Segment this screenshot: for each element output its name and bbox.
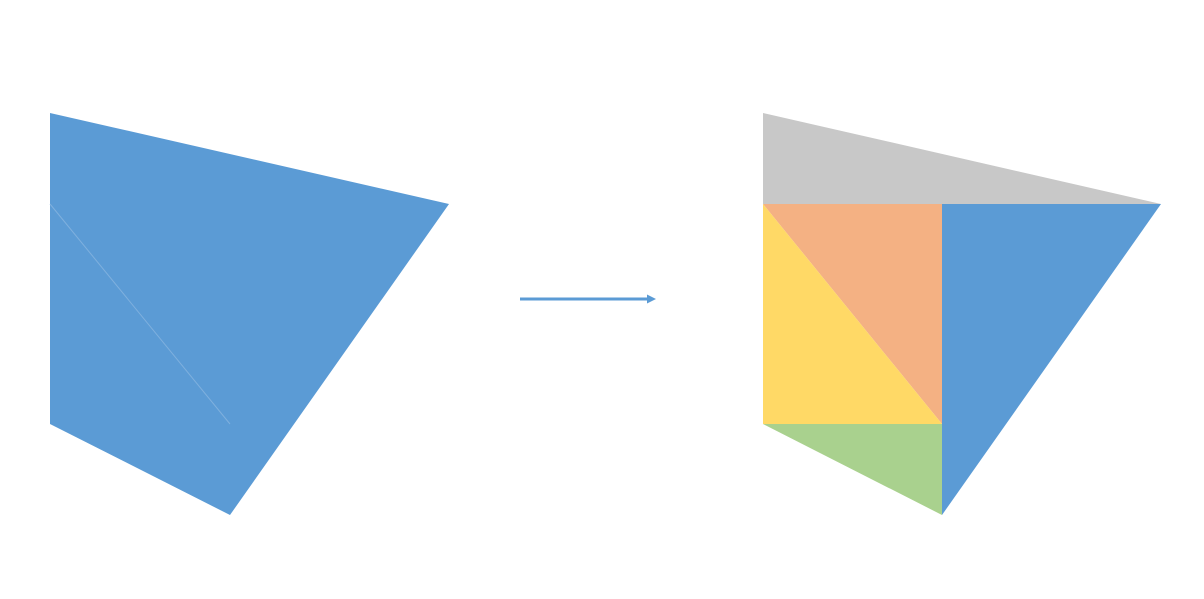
left-quadrilateral — [50, 113, 449, 515]
top-triangle-piece — [763, 113, 1161, 204]
arrow-head — [647, 294, 656, 304]
transform-arrow — [520, 294, 656, 304]
right-figure — [763, 113, 1161, 515]
left-figure — [49, 113, 449, 515]
left-crease-line — [49, 203, 231, 425]
lower-left-triangle-piece — [763, 204, 942, 424]
bottom-triangle-piece — [763, 424, 942, 515]
right-triangle-piece — [942, 204, 1161, 515]
